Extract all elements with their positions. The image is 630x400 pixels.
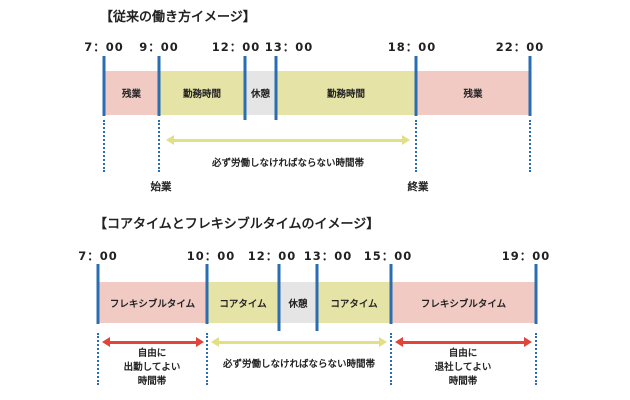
time-line [389, 264, 393, 324]
time-line [157, 56, 161, 116]
core-arrow [166, 135, 410, 145]
label-line: 時間帯 [137, 376, 167, 387]
dotted-line [158, 120, 160, 172]
time-line [102, 56, 106, 116]
core-segment: コアタイム [207, 282, 279, 323]
time-line [534, 264, 538, 324]
end-label: 終業 [407, 181, 429, 193]
flex-segment: フレキシブルタイム [98, 282, 207, 323]
time-label: 22：00 [495, 40, 545, 54]
overtime-segment: 残業 [104, 71, 159, 115]
work-segment: 勤務時間 [159, 71, 245, 115]
time-label: 12：00 [211, 40, 261, 54]
dotted-line [97, 333, 99, 385]
label-line: 退社してよい [434, 362, 492, 373]
time-label: 13：00 [264, 40, 314, 54]
time-label: 12：00 [247, 249, 297, 263]
dotted-line [103, 120, 105, 172]
core-arrow [211, 337, 387, 347]
free-arrival-label: 自由に 出勤してよい 時間帯 [124, 347, 181, 389]
time-line [243, 56, 247, 120]
dotted-line [529, 120, 531, 172]
time-line [277, 264, 281, 331]
time-label: 18：00 [387, 40, 437, 54]
break-segment: 休憩 [279, 282, 317, 323]
time-label: 19：00 [501, 249, 551, 263]
time-line [528, 56, 532, 116]
dotted-line [390, 333, 392, 385]
start-label: 始業 [150, 181, 172, 193]
flex-arrow-right [395, 337, 532, 347]
traditional-title: 【従来の働き方イメージ】 [100, 10, 256, 25]
time-line [414, 56, 418, 116]
time-line [205, 264, 209, 324]
core-segment: コアタイム [317, 282, 391, 323]
flex-arrow-left [102, 337, 204, 347]
label-line: 出勤してよい [123, 362, 181, 373]
dotted-line [415, 120, 417, 172]
core-label: 必ず労働しなければならない時間帯 [222, 359, 376, 370]
time-label: 7：00 [78, 249, 118, 263]
core-label: 必ず労働しなければならない時間帯 [211, 158, 365, 169]
dotted-line [206, 333, 208, 385]
label-line: 自由に [137, 348, 167, 359]
break-segment: 休憩 [245, 71, 276, 115]
dotted-line [535, 333, 537, 385]
flex-title: 【コアタイムとフレキシブルタイムのイメージ】 [94, 217, 380, 232]
time-label: 9：00 [139, 40, 179, 54]
flex-segment: フレキシブルタイム [391, 282, 536, 323]
time-label: 10：00 [186, 249, 236, 263]
label-line: 自由に [448, 348, 478, 359]
free-leave-label: 自由に 退社してよい 時間帯 [435, 347, 492, 389]
work-segment: 勤務時間 [276, 71, 416, 115]
overtime-segment: 残業 [416, 71, 530, 115]
time-label: 7：00 [84, 40, 124, 54]
time-line [96, 264, 100, 324]
label-line: 時間帯 [448, 376, 478, 387]
time-line [315, 264, 319, 331]
time-label: 15：00 [363, 249, 413, 263]
time-label: 13：00 [303, 249, 353, 263]
time-line [274, 56, 278, 120]
